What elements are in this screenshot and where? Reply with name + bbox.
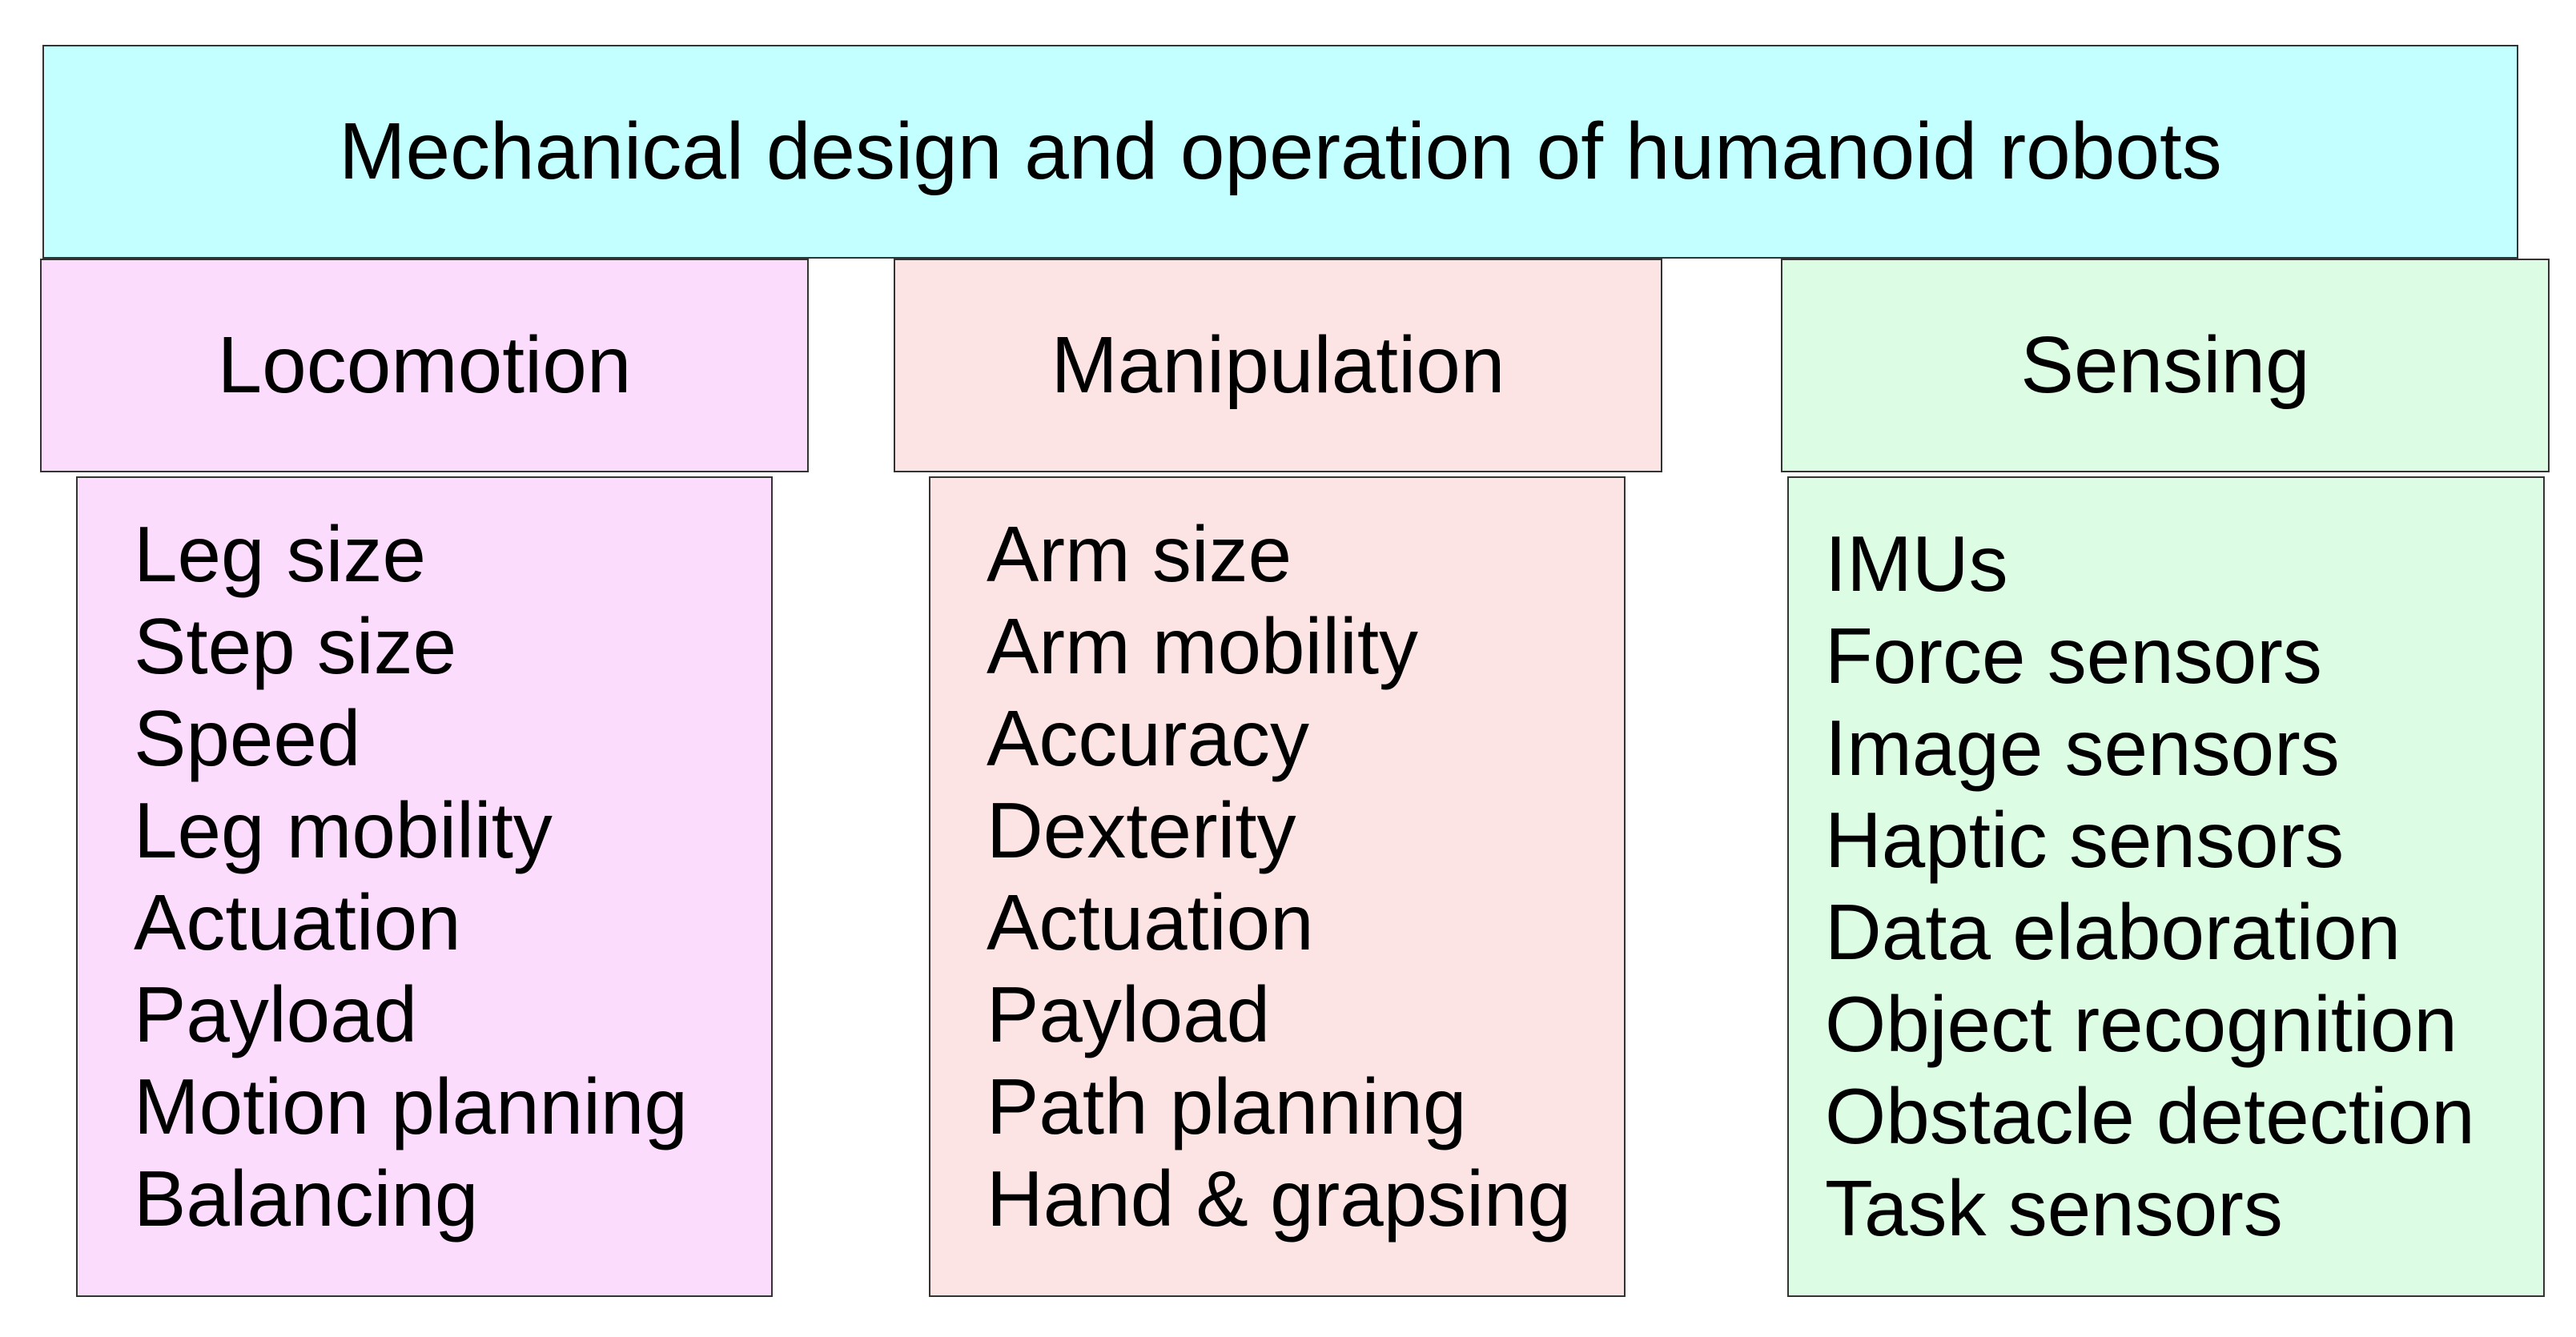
locomotion-header-box: Locomotion <box>40 259 809 472</box>
sensing-header: Sensing <box>2020 320 2310 410</box>
list-item: Obstacle detection <box>1825 1072 2475 1160</box>
list-item: Payload <box>987 970 1271 1058</box>
list-item: Image sensors <box>1825 704 2340 792</box>
manipulation-header: Manipulation <box>1051 320 1505 410</box>
manipulation-items: Arm size Arm mobility Accuracy Dexterity… <box>987 508 1571 1245</box>
list-item: Path planning <box>987 1062 1467 1150</box>
list-item: Arm mobility <box>987 602 1419 690</box>
manipulation-list-box: Arm size Arm mobility Accuracy Dexterity… <box>929 476 1626 1297</box>
list-item: Leg size <box>134 510 427 598</box>
manipulation-header-box: Manipulation <box>894 259 1662 472</box>
list-item: Speed <box>134 694 361 782</box>
sensing-list-box: IMUs Force sensors Image sensors Haptic … <box>1787 476 2545 1297</box>
list-item: Step size <box>134 602 457 690</box>
locomotion-items: Leg size Step size Speed Leg mobility Ac… <box>134 508 688 1245</box>
locomotion-list-box: Leg size Step size Speed Leg mobility Ac… <box>76 476 773 1297</box>
list-item: Accuracy <box>987 694 1310 782</box>
sensing-items: IMUs Force sensors Image sensors Haptic … <box>1825 518 2475 1255</box>
list-item: Task sensors <box>1825 1164 2283 1252</box>
list-item: Dexterity <box>987 786 1296 874</box>
list-item: Hand & grapsing <box>987 1154 1572 1243</box>
list-item: Data elaboration <box>1825 888 2401 976</box>
list-item: Force sensors <box>1825 612 2322 700</box>
list-item: Balancing <box>134 1154 479 1243</box>
list-item: Arm size <box>987 510 1292 598</box>
list-item: Motion planning <box>134 1062 688 1150</box>
sensing-header-box: Sensing <box>1781 259 2550 472</box>
list-item: Object recognition <box>1825 980 2457 1068</box>
list-item: IMUs <box>1825 520 2008 608</box>
locomotion-header: Locomotion <box>217 320 632 410</box>
list-item: Actuation <box>987 878 1314 966</box>
title-box: Mechanical design and operation of human… <box>42 45 2518 259</box>
list-item: Leg mobility <box>134 786 553 874</box>
list-item: Haptic sensors <box>1825 796 2345 884</box>
diagram-title: Mechanical design and operation of human… <box>339 106 2222 196</box>
list-item: Actuation <box>134 878 461 966</box>
list-item: Payload <box>134 970 418 1058</box>
